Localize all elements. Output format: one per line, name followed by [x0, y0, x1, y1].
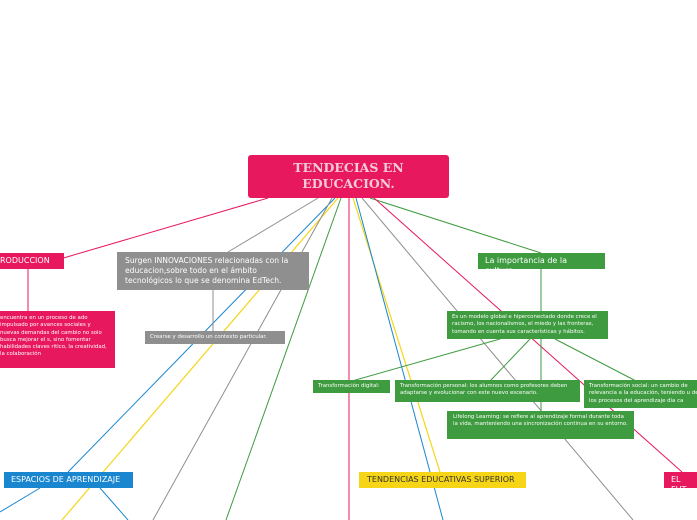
node-introduccion[interactable]: RODUCCION [0, 253, 64, 269]
node-transformacion-digital[interactable]: Transformación digital: [313, 380, 390, 393]
node-tendencias-superior[interactable]: TENDENCIAS EDUCATIVAS SUPERIOR [359, 472, 526, 488]
node-modelo-global[interactable]: Es un modelo global e hiperconectado don… [447, 311, 608, 339]
link-modelo-personal [489, 338, 531, 382]
node-transformacion-social-label: Transformación social: un cambio de rele… [589, 383, 697, 404]
link-espacios-right [99, 487, 129, 520]
node-espacios-label: ESPACIOS DE APRENDIZAJE [11, 475, 121, 484]
node-importancia[interactable]: La importancia de la cultura. [478, 253, 605, 269]
node-contexto-label: Crearse y desarrollo un contexto particu… [150, 334, 267, 340]
node-transformacion-social[interactable]: Transformación social: un cambio de rele… [584, 380, 697, 408]
link-modelo-digital [351, 338, 501, 382]
node-intro-text-label: encuentra en un proceso de ado impulsado… [0, 315, 107, 358]
link-main-tendencias [352, 197, 441, 473]
node-innovaciones-label: Surgen INNOVACIONES relacionadas con la … [125, 256, 289, 285]
node-futuro[interactable]: EL FUT [664, 472, 697, 488]
node-contexto[interactable]: Crearse y desarrollo un contexto particu… [145, 331, 285, 344]
link-main-intro [59, 197, 269, 260]
node-tendencias-superior-label: TENDENCIAS EDUCATIVAS SUPERIOR [367, 475, 515, 484]
node-intro-text[interactable]: encuentra en un proceso de ado impulsado… [0, 311, 115, 368]
node-transformacion-digital-label: Transformación digital: [318, 383, 380, 389]
node-importancia-label: La importancia de la cultura. [485, 256, 568, 269]
node-innovaciones[interactable]: Surgen INNOVACIONES relacionadas con la … [117, 252, 309, 290]
link-main-blue-right [355, 197, 444, 520]
link-modelo-social [554, 338, 637, 382]
node-introduccion-label: RODUCCION [0, 256, 50, 265]
link-main-gray-right [361, 197, 634, 520]
node-futuro-label: EL FUT [671, 475, 686, 488]
link-espacios-left [0, 487, 41, 513]
link-main-yellow-left [61, 197, 339, 520]
node-lifelong-label: Lifelong Learning: se refiere al aprendi… [453, 414, 628, 428]
node-transformacion-personal-label: Transformación personal: los alumnos com… [400, 383, 568, 397]
link-main-importancia [369, 197, 542, 254]
node-lifelong[interactable]: Lifelong Learning: se refiere al aprendi… [447, 411, 634, 439]
node-modelo-global-label: Es un modelo global e hiperconectado don… [452, 314, 597, 335]
link-main-green-left [225, 197, 342, 520]
link-main-gray-left [152, 197, 333, 520]
main-topic-label: TENDECIAS EN EDUCACION. [293, 160, 404, 191]
link-main-innovaciones [227, 197, 319, 253]
node-transformacion-personal[interactable]: Transformación personal: los alumnos com… [395, 380, 580, 402]
main-topic[interactable]: TENDECIAS EN EDUCACION. [248, 155, 449, 198]
node-espacios[interactable]: ESPACIOS DE APRENDIZAJE [4, 472, 133, 488]
